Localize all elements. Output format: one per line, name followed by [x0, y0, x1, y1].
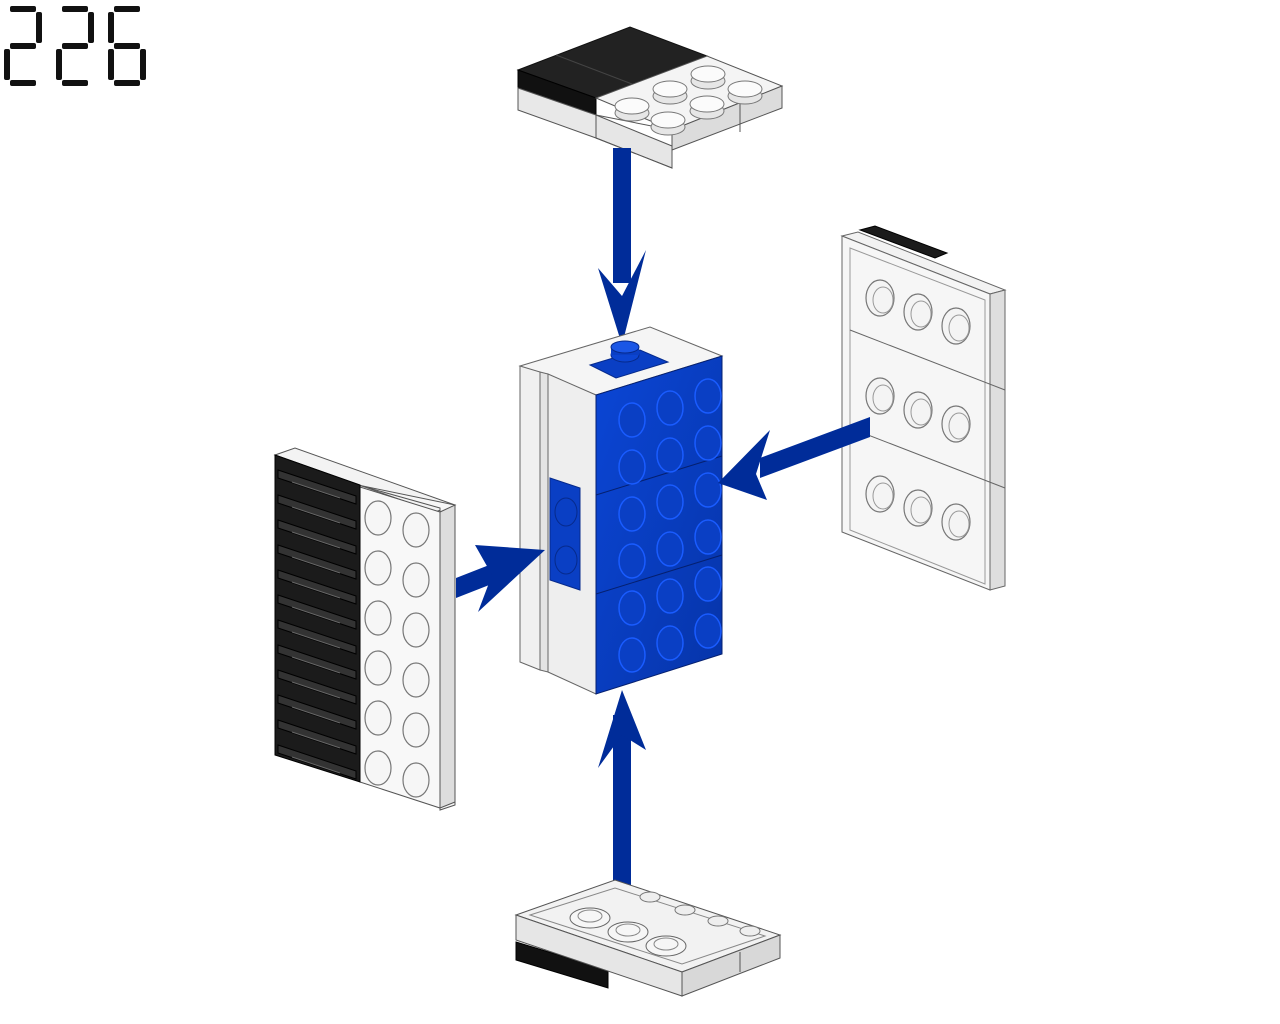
stud [739, 925, 761, 937]
stud [903, 391, 933, 429]
clip [277, 719, 357, 755]
stud [364, 650, 392, 686]
digit-segment [10, 80, 36, 86]
digit-segment [108, 49, 114, 80]
digit-segment [62, 6, 88, 12]
clip [277, 594, 357, 630]
stud [694, 378, 722, 414]
stud [364, 600, 392, 636]
stud [364, 750, 392, 786]
stud [618, 543, 646, 579]
right-plate-studs [865, 279, 971, 541]
step-number: 226 [0, 0, 146, 86]
right-plate-assembly [840, 225, 1007, 591]
clip [277, 469, 357, 505]
stud [645, 935, 687, 957]
stud [707, 915, 729, 927]
stud [618, 402, 646, 438]
left-clip-plate-assembly [273, 447, 457, 811]
digit-segment [108, 12, 114, 43]
digit-segment [36, 12, 42, 43]
clip [277, 494, 357, 530]
stud [694, 472, 722, 508]
step-number-text: 226 [0, 0, 31, 4]
stud [639, 891, 661, 903]
clip [277, 644, 357, 680]
stud [865, 279, 895, 317]
stud [694, 613, 722, 649]
bottom-plate-studs [569, 891, 761, 957]
digit-segment [62, 80, 88, 86]
clip [277, 544, 357, 580]
clip [277, 744, 357, 780]
clip [277, 669, 357, 705]
stud [652, 80, 688, 98]
stud [694, 566, 722, 602]
digit-segment [114, 80, 140, 86]
stud [650, 111, 686, 129]
digit-segment [10, 6, 36, 12]
arrow-right [456, 545, 545, 612]
stud [865, 377, 895, 415]
clip-row [277, 469, 357, 780]
stud [614, 97, 650, 115]
stud [694, 425, 722, 461]
top-plate-assembly [516, 26, 784, 169]
stud [690, 65, 726, 83]
stud [941, 307, 971, 345]
digit-segment [62, 43, 88, 49]
stud [689, 95, 725, 113]
stud [618, 590, 646, 626]
stud [656, 437, 684, 473]
digit-segment [140, 49, 146, 80]
center-assembly [518, 326, 724, 695]
stud [656, 625, 684, 661]
top-plate-studs [614, 65, 763, 136]
digit-segment [10, 43, 36, 49]
stud [569, 907, 611, 929]
stud [727, 80, 763, 98]
stud [402, 512, 430, 548]
stud [656, 531, 684, 567]
stud [903, 489, 933, 527]
digit-segment [114, 43, 140, 49]
stud [903, 293, 933, 331]
clip [277, 694, 357, 730]
stud [618, 449, 646, 485]
stud [618, 637, 646, 673]
digit-segment [4, 49, 10, 80]
stud [402, 612, 430, 648]
arrow-down [598, 148, 646, 345]
clip [277, 519, 357, 555]
stud [656, 390, 684, 426]
stud [364, 700, 392, 736]
clip [277, 619, 357, 655]
stud [364, 500, 392, 536]
digit-segment [88, 12, 94, 43]
stud [607, 921, 649, 943]
center-brick-studs [618, 378, 722, 673]
stud [674, 904, 696, 916]
stud [941, 405, 971, 443]
stud [656, 484, 684, 520]
clip [277, 569, 357, 605]
stud [402, 562, 430, 598]
digit-segment [56, 49, 62, 80]
stud [402, 712, 430, 748]
stud [656, 578, 684, 614]
arrow-up [598, 690, 646, 895]
stud [402, 762, 430, 798]
stud [941, 503, 971, 541]
digit-segment [114, 6, 140, 12]
arrow-left [718, 417, 870, 500]
left-plate-studs [364, 500, 430, 798]
stud [402, 662, 430, 698]
stud [694, 519, 722, 555]
bottom-plate-assembly [514, 879, 782, 997]
stud [364, 550, 392, 586]
stud [865, 475, 895, 513]
stud [618, 496, 646, 532]
